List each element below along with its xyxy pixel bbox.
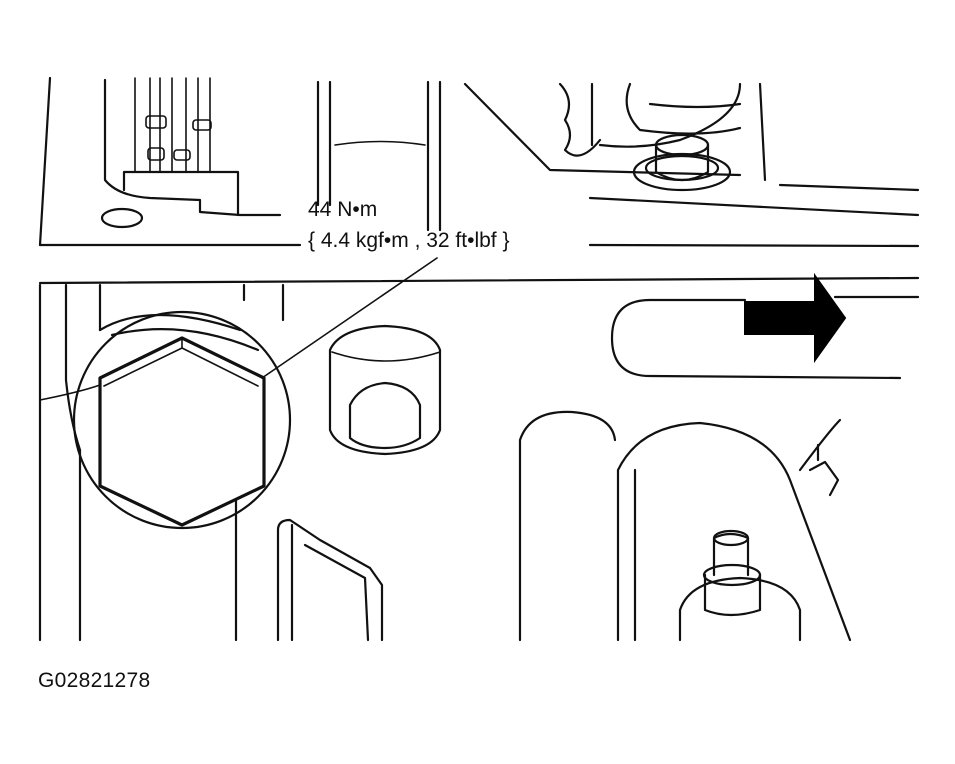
- oil-slot: [610, 298, 902, 380]
- lower-bracket: [276, 410, 617, 642]
- main-shaft: [38, 243, 920, 299]
- torque-secondary: { 4.4 kgf•m , 32 ft•lbf }: [308, 229, 510, 252]
- figure-code: G02821278: [38, 669, 151, 692]
- leader-line: [261, 257, 438, 379]
- left-housing: [38, 76, 285, 642]
- upper-connector: [100, 77, 282, 229]
- hex-bolt-icon: [72, 310, 292, 642]
- torque-primary: 44 N•m: [308, 198, 378, 221]
- arrow-right-icon: [744, 272, 847, 364]
- lower-right-arm: [616, 418, 852, 642]
- top-tube: [316, 80, 442, 232]
- torque-spec-label: 44 N•m { 4.4 kgf•m , 32 ft•lbf }: [308, 194, 509, 256]
- upper-right-assembly: [463, 82, 920, 217]
- round-collar: [328, 324, 442, 456]
